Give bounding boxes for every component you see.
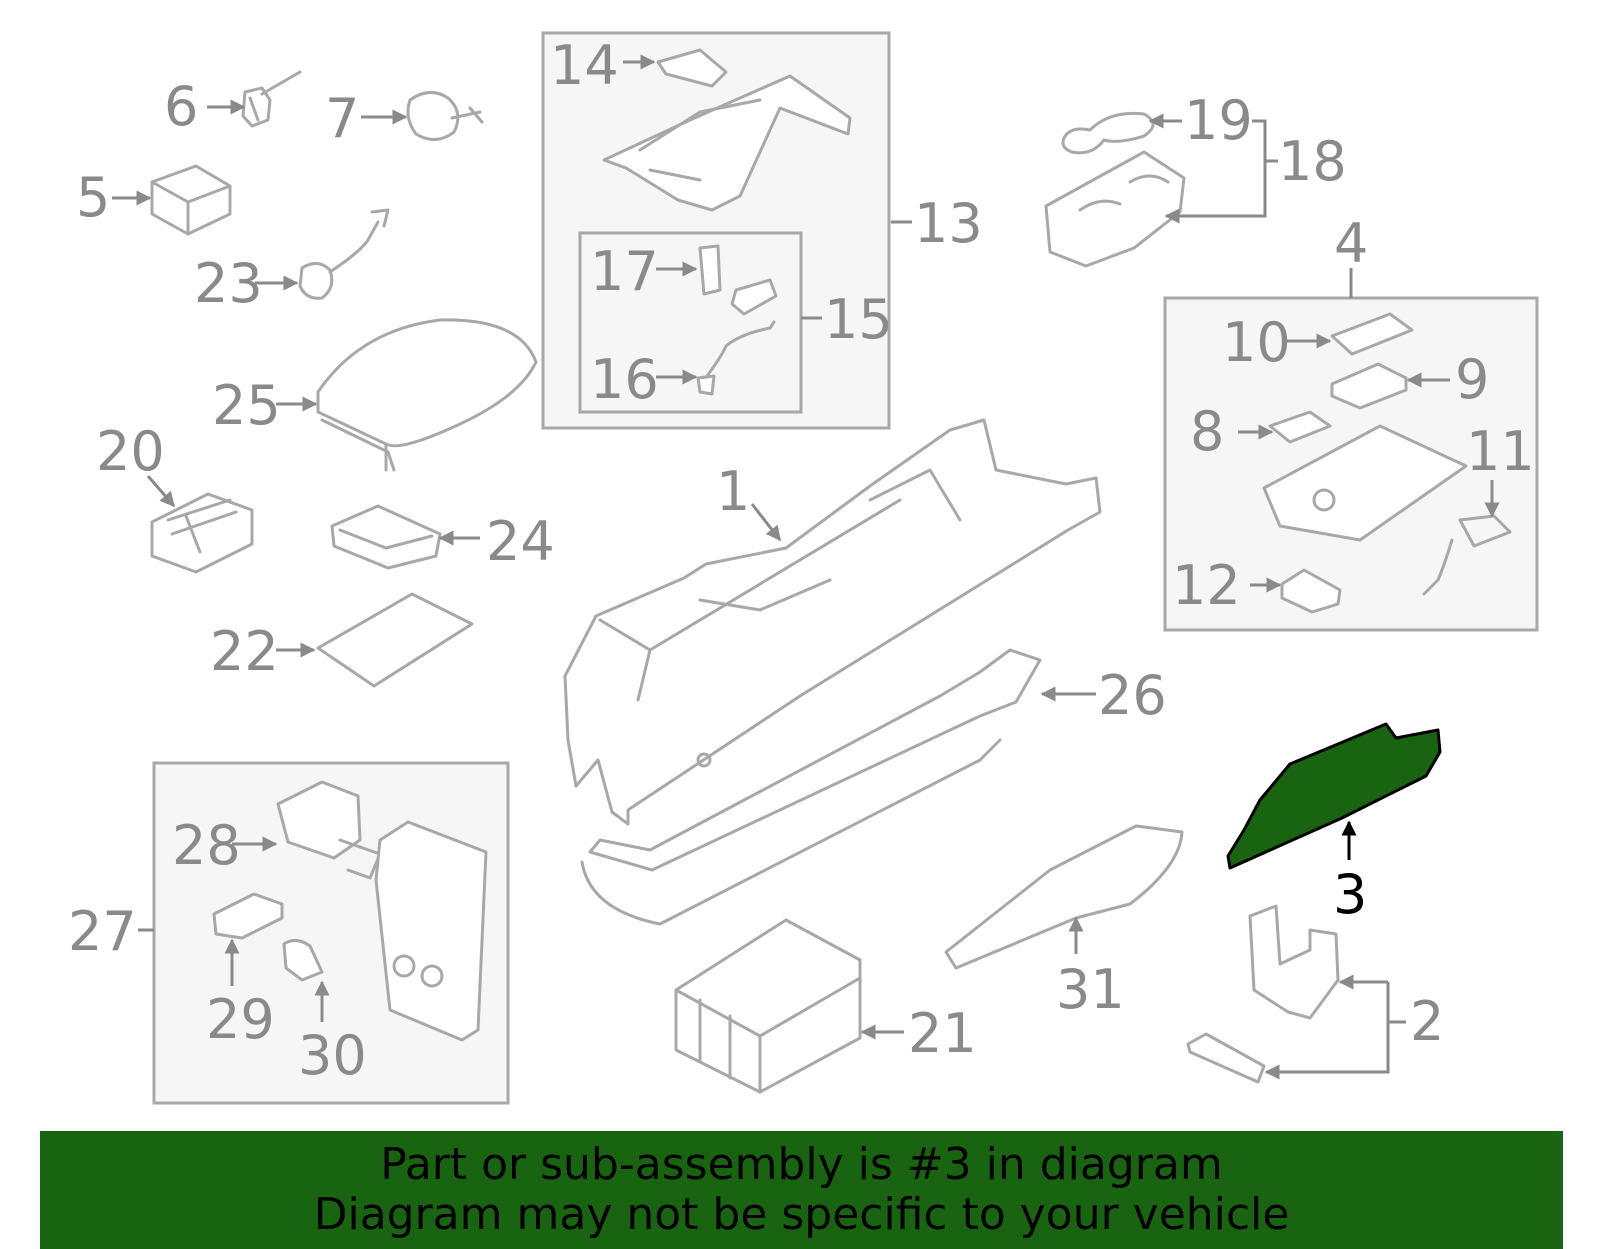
label-3: 3 bbox=[1333, 863, 1367, 926]
part-2[interactable] bbox=[1186, 904, 1340, 1084]
label-14: 14 bbox=[550, 34, 619, 97]
part-16[interactable] bbox=[696, 320, 776, 396]
part-8[interactable] bbox=[1268, 410, 1332, 444]
label-12: 12 bbox=[1172, 554, 1241, 617]
part-25[interactable] bbox=[316, 318, 538, 472]
part-21[interactable] bbox=[674, 918, 862, 1094]
part-24[interactable] bbox=[330, 504, 442, 570]
part-1[interactable] bbox=[563, 418, 1102, 826]
info-banner: Part or sub-assembly is #3 in diagram Di… bbox=[40, 1131, 1563, 1249]
label-2: 2 bbox=[1410, 990, 1444, 1053]
part-5[interactable] bbox=[150, 164, 232, 236]
part-10[interactable] bbox=[1330, 312, 1414, 356]
label-29: 29 bbox=[206, 988, 275, 1051]
label-24: 24 bbox=[486, 510, 555, 573]
part-26[interactable] bbox=[580, 648, 1042, 926]
label-31: 31 bbox=[1056, 958, 1125, 1021]
label-28: 28 bbox=[172, 814, 241, 877]
banner-line-2: Diagram may not be specific to your vehi… bbox=[313, 1189, 1290, 1240]
part-28[interactable] bbox=[276, 780, 382, 880]
label-13: 13 bbox=[914, 192, 983, 255]
part-4-module[interactable] bbox=[1262, 424, 1468, 542]
part-14[interactable] bbox=[656, 48, 728, 88]
label-9: 9 bbox=[1455, 348, 1489, 411]
part-27-panel[interactable] bbox=[374, 820, 488, 1042]
part-17[interactable] bbox=[698, 244, 722, 296]
label-30: 30 bbox=[298, 1024, 367, 1087]
part-22[interactable] bbox=[316, 592, 474, 688]
label-5: 5 bbox=[76, 166, 110, 229]
label-10: 10 bbox=[1222, 311, 1291, 374]
part-11[interactable] bbox=[1422, 514, 1512, 596]
leader-lines bbox=[112, 54, 1500, 1080]
part-6[interactable] bbox=[241, 70, 302, 128]
label-21: 21 bbox=[908, 1002, 977, 1065]
part-30[interactable] bbox=[282, 939, 324, 982]
part-18[interactable] bbox=[1044, 150, 1186, 268]
part-31[interactable] bbox=[944, 824, 1184, 970]
part-9[interactable] bbox=[1330, 362, 1408, 410]
label-11: 11 bbox=[1466, 420, 1535, 483]
label-7: 7 bbox=[325, 87, 359, 150]
part-3-highlighted[interactable] bbox=[1226, 722, 1442, 870]
part-23[interactable] bbox=[298, 208, 390, 300]
label-16: 16 bbox=[590, 348, 659, 411]
part-7[interactable] bbox=[406, 91, 484, 141]
part-20[interactable] bbox=[150, 492, 254, 574]
label-19: 19 bbox=[1184, 89, 1253, 152]
part-19[interactable] bbox=[1061, 111, 1155, 155]
part-12[interactable] bbox=[1280, 568, 1342, 614]
label-8: 8 bbox=[1190, 400, 1224, 463]
label-20: 20 bbox=[96, 420, 165, 483]
label-6: 6 bbox=[164, 75, 198, 138]
label-18: 18 bbox=[1278, 130, 1347, 193]
label-27: 27 bbox=[68, 900, 137, 963]
label-4: 4 bbox=[1334, 212, 1368, 275]
label-25: 25 bbox=[212, 374, 281, 437]
part-15-bracket[interactable] bbox=[730, 278, 778, 316]
banner-line-1: Part or sub-assembly is #3 in diagram bbox=[380, 1139, 1223, 1190]
part-29[interactable] bbox=[212, 892, 284, 940]
label-26: 26 bbox=[1098, 664, 1167, 727]
label-22: 22 bbox=[210, 620, 279, 683]
part-13-bezel[interactable] bbox=[602, 74, 852, 212]
label-23: 23 bbox=[194, 252, 263, 315]
label-17: 17 bbox=[590, 240, 659, 303]
label-1: 1 bbox=[716, 460, 750, 523]
label-15: 15 bbox=[824, 288, 893, 351]
